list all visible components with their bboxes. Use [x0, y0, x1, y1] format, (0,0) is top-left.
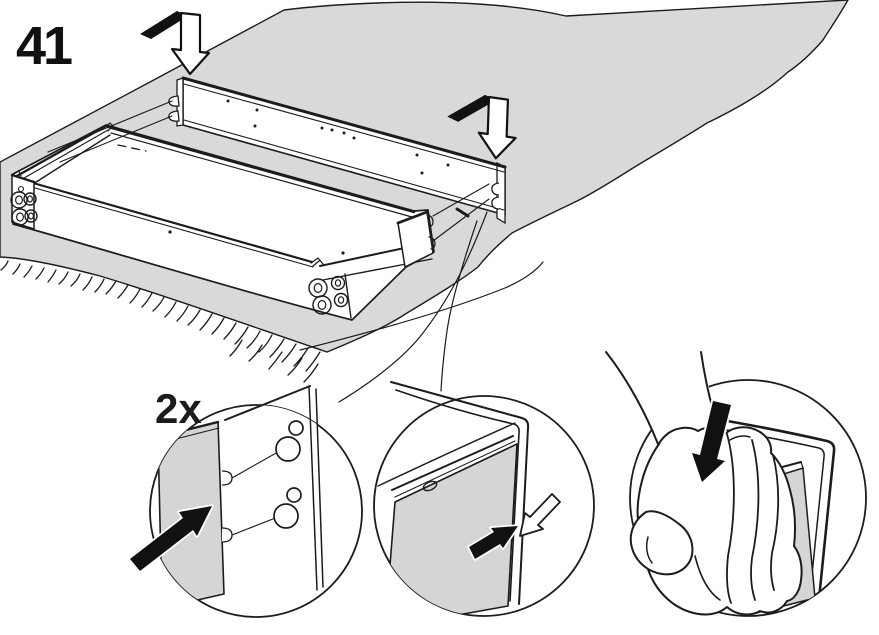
callout-circle-hand	[605, 350, 867, 617]
callout-circle-corner	[373, 381, 595, 617]
dowel-pin-detail	[221, 470, 233, 486]
thumb	[629, 510, 694, 576]
side-panel-keyholes	[224, 385, 324, 591]
rug-edge-binding	[299, 261, 544, 351]
pressing-hand-icon	[605, 350, 803, 616]
left-end-cap	[10, 170, 38, 230]
back-panel	[47, 76, 507, 242]
screw-hole-detail	[422, 480, 438, 492]
quantity-label: 2x	[155, 385, 202, 432]
right-corner-bracket	[396, 210, 436, 268]
step-number: 41	[16, 16, 72, 76]
back-panel-screw-holes	[226, 99, 450, 175]
frame-corner-edges	[390, 381, 530, 605]
callout-circle-keyholes	[128, 385, 363, 618]
rug-fringe	[0, 260, 321, 383]
callout-leader-lines	[338, 211, 488, 403]
keyhole-cam-fittings-right	[308, 275, 349, 315]
dowel-pins-right	[491, 182, 500, 210]
insert-direction-arrow-icon	[128, 504, 214, 573]
front-panel-notch	[310, 257, 324, 267]
snap-arrow-black-icon	[467, 524, 520, 561]
press-down-arrow-icon	[138, 9, 211, 76]
press-down-arrow-icon	[690, 399, 733, 484]
snap-arrow-white-icon	[519, 493, 561, 537]
dowel-guide-lines	[47, 100, 490, 242]
dowel-pin-detail	[221, 527, 233, 543]
keyhole-cam-fittings-left	[10, 191, 38, 226]
